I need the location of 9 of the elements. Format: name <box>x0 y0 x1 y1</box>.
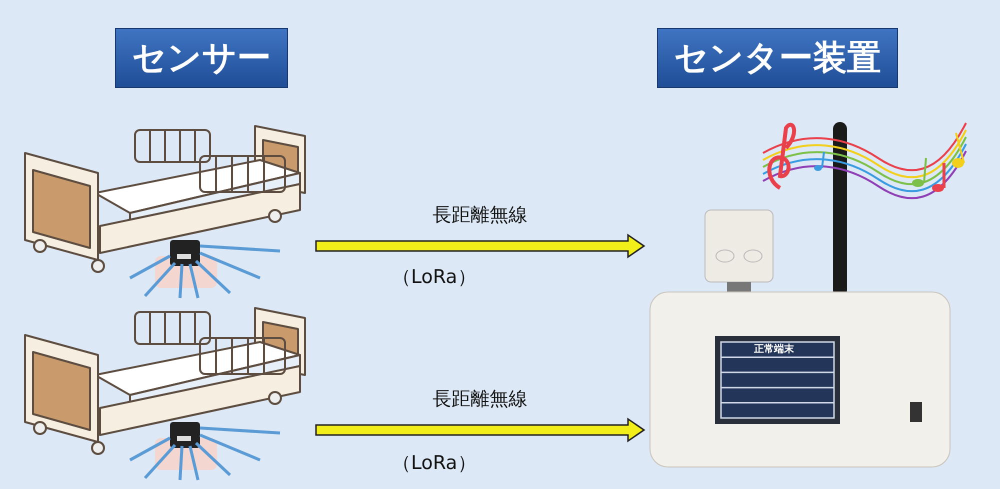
heading-banner: センター装置 <box>657 28 898 88</box>
arrow <box>315 234 646 258</box>
heading-banner: センサー <box>115 28 288 88</box>
arrow <box>315 418 646 442</box>
screen-text: 正常端末 <box>754 344 794 356</box>
edge-label: 長距離無線 <box>432 203 528 228</box>
edge-label: 長距離無線 <box>432 387 528 412</box>
protocol-label: （LoRa） <box>392 451 476 476</box>
protocol-label: （LoRa） <box>392 265 476 290</box>
